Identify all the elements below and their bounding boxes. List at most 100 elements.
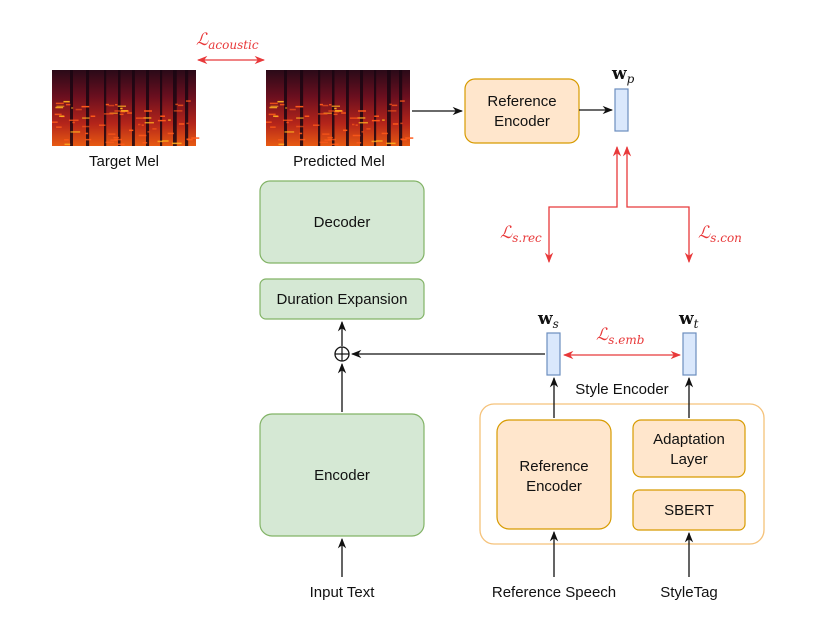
mel-streak — [160, 115, 165, 117]
predicted-mel-label: Predicted Mel — [293, 153, 385, 170]
mel-gap — [160, 70, 163, 146]
sbert-box — [632, 489, 746, 531]
mel-streak — [319, 103, 323, 106]
mel-streak — [279, 103, 285, 106]
acoustic-loss-label: ℒacoustic — [196, 30, 259, 52]
mel-streak — [63, 100, 70, 103]
mel-streak — [343, 129, 348, 132]
mel-streak — [157, 119, 166, 122]
mel-streak — [282, 119, 293, 122]
mel-streak — [120, 107, 123, 110]
mel-gap — [118, 70, 121, 146]
style-encoder-group — [479, 403, 765, 545]
mel-streak — [270, 105, 279, 108]
reference-encoder-top-label-2: Encoder — [494, 113, 550, 130]
mel-streak — [186, 138, 190, 140]
mel-streak — [103, 113, 114, 115]
mel-streak — [72, 121, 75, 124]
style-tag-label: StyleTag — [660, 584, 718, 601]
mel-streak — [366, 128, 371, 130]
mel-streak — [277, 100, 284, 103]
mel-streak — [113, 136, 120, 139]
mel-gap — [132, 70, 135, 146]
style-encoder-label: Style Encoder — [575, 381, 668, 398]
mel-streak — [289, 108, 296, 111]
mel-streak — [319, 141, 328, 144]
mel-streak — [376, 140, 383, 142]
reference-encoder-top-box — [464, 78, 580, 144]
mel-streak — [361, 131, 364, 133]
mel-streak — [284, 131, 295, 133]
mel-streak — [167, 132, 174, 135]
mel-streak — [75, 108, 82, 111]
mel-streak — [115, 103, 118, 106]
reference-encoder-style-label-1: Reference — [519, 458, 588, 475]
mel-streak — [331, 143, 339, 146]
mel-streak — [105, 141, 114, 144]
mel-streak — [328, 110, 335, 112]
mel-streak — [90, 115, 96, 118]
mel-streak — [296, 125, 304, 128]
predicted-mel-spectrogram — [266, 70, 414, 146]
mel-streak — [266, 121, 272, 123]
adaptation-layer-box — [632, 419, 746, 478]
mel-streak — [117, 143, 125, 146]
reference-speech-label: Reference Speech — [492, 584, 616, 601]
mel-streak — [285, 107, 288, 109]
mel-streak — [119, 111, 126, 113]
mel-streak — [371, 140, 378, 143]
mel-streak — [273, 115, 278, 117]
mel-gap — [185, 70, 189, 146]
mel-streak — [333, 111, 340, 113]
encoder-box — [259, 413, 425, 537]
mel-streak — [323, 112, 332, 115]
input-text-label: Input Text — [310, 584, 376, 601]
mel-streak — [127, 112, 132, 114]
mel-streak — [389, 103, 392, 106]
mel-gap — [86, 70, 90, 146]
mel-streak — [85, 132, 89, 135]
mel-streak — [172, 142, 182, 145]
mel-gap — [332, 70, 335, 146]
mel-streak — [55, 106, 64, 109]
ws-label: ws — [537, 309, 559, 331]
mel-streak — [374, 115, 379, 117]
mel-streak — [168, 119, 171, 121]
mel-streak — [191, 137, 200, 139]
mel-streak — [105, 103, 109, 106]
ws-embedding-vector — [546, 332, 561, 376]
mel-streak — [59, 115, 64, 117]
mel-streak — [333, 113, 338, 116]
mel-streak — [358, 121, 368, 124]
mel-streak — [56, 126, 62, 128]
mel-streak — [137, 123, 141, 126]
mel-streak — [400, 122, 403, 125]
mel-streak — [312, 124, 320, 126]
mel-streak — [157, 140, 164, 143]
mel-streak — [117, 105, 127, 108]
mel-streak — [175, 103, 178, 106]
mel-streak — [286, 121, 289, 124]
target-mel-spectrogram — [52, 70, 200, 146]
mel-streak — [54, 113, 62, 116]
mel-gap — [387, 70, 391, 146]
mel-streak — [392, 123, 399, 125]
mel-streak — [269, 106, 278, 109]
mel-streak — [329, 103, 332, 106]
mel-streak — [268, 113, 276, 116]
mel-streak — [178, 123, 185, 125]
mel-streak — [405, 137, 414, 139]
mel-gap — [374, 70, 377, 146]
predicted-mel-texture — [266, 70, 414, 146]
mel-streak — [352, 134, 361, 137]
mel-streak — [98, 124, 106, 126]
mel-streak — [304, 115, 310, 118]
mel-streak — [327, 136, 334, 139]
mel-streak — [144, 121, 154, 124]
adaptation-layer-label-1: Adaptation — [653, 431, 725, 448]
mel-streak — [71, 107, 74, 109]
mel-streak — [138, 134, 147, 137]
mel-streak — [64, 139, 69, 141]
mel-streak — [135, 117, 145, 119]
